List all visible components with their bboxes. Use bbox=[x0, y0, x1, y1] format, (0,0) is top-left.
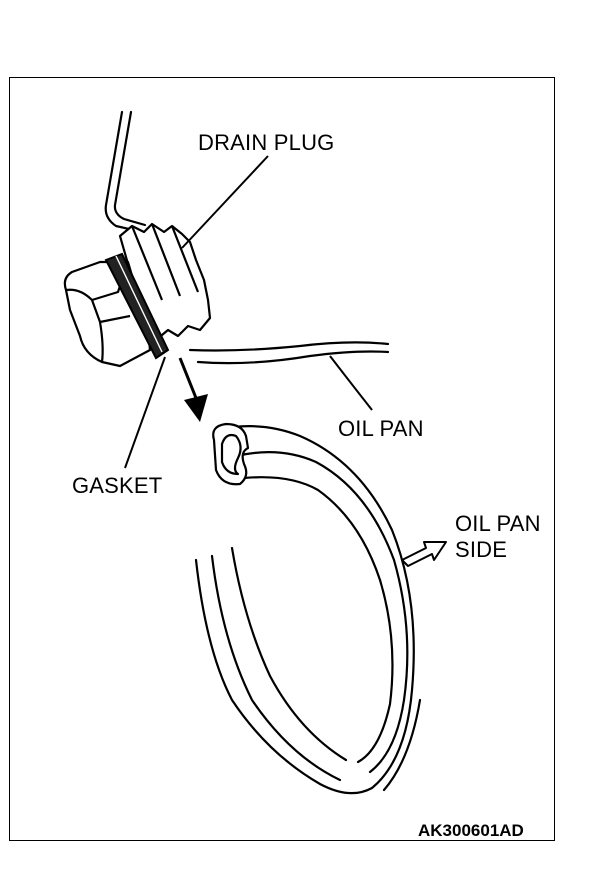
oil-pan-wall bbox=[104, 110, 390, 365]
label-oil-pan-side-line1: OIL PAN bbox=[455, 511, 541, 536]
label-drain-plug: DRAIN PLUG bbox=[198, 130, 334, 155]
label-gasket: GASKET bbox=[72, 473, 162, 498]
gasket-ring bbox=[194, 425, 422, 795]
label-oil-pan: OIL PAN bbox=[338, 416, 424, 441]
oil-pan-side-arrow-icon bbox=[401, 541, 447, 567]
leader-lines bbox=[124, 155, 373, 469]
assembly-arrow-icon bbox=[178, 357, 208, 422]
label-oil-pan-side-line2: SIDE bbox=[455, 537, 507, 562]
figure-code: AK300601AD bbox=[418, 821, 524, 840]
gasket-cross-section bbox=[212, 422, 250, 486]
plug-gasket-band bbox=[104, 252, 170, 360]
figure-frame bbox=[9, 77, 555, 841]
